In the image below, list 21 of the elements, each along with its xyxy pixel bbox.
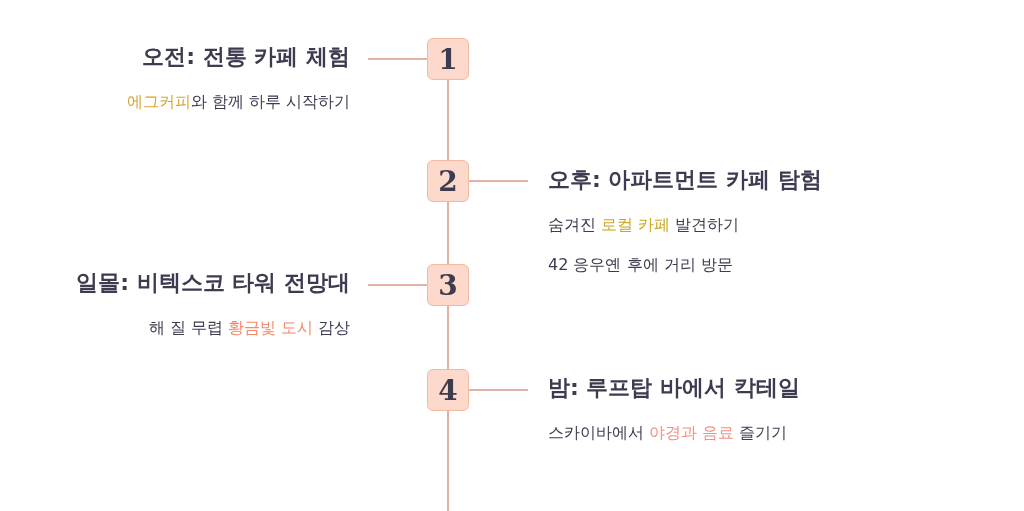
step-heading: 오후: 아파트먼트 카페 탐험 [548,166,822,194]
step-number-box: 3 [427,264,469,306]
connector-line [367,58,428,60]
step-number-box: 2 [427,160,469,202]
step-description: 에그커피와 함께 하루 시작하기 [126,92,350,112]
connector-line [447,305,449,370]
step-description: 해 질 무렵 황금빛 도시 감상 [147,318,350,338]
step-heading: 밤: 루프탑 바에서 칵테일 [548,374,800,402]
step-heading: 일몰: 비텍스코 타워 전망대 [76,269,350,297]
connector-line [468,389,529,391]
connector-line [447,79,449,161]
connector-line [447,201,449,265]
connector-line [367,284,428,286]
connector-line [447,410,449,511]
step-number-box: 4 [427,369,469,411]
step-description: 숨겨진 로컬 카페 발견하기 [548,215,741,235]
connector-line [468,180,529,182]
step-number-box: 1 [427,38,469,80]
step-description: 스카이바에서 야경과 음료 즐기기 [548,423,789,443]
step-description: 42 응우옌 후에 거리 방문 [548,255,734,275]
step-heading: 오전: 전통 카페 체험 [141,43,350,71]
